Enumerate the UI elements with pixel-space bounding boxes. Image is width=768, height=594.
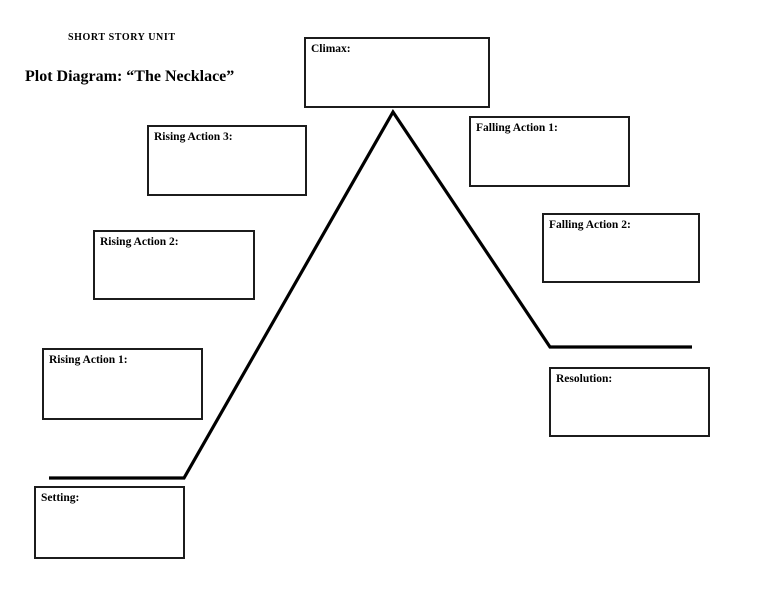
resolution-box[interactable]: Resolution: (549, 367, 710, 437)
falling-action-2-label: Falling Action 2: (549, 219, 631, 231)
climax-box[interactable]: Climax: (304, 37, 490, 108)
resolution-label: Resolution: (556, 373, 613, 385)
falling-action-2-box[interactable]: Falling Action 2: (542, 213, 700, 283)
rising-action-3-box[interactable]: Rising Action 3: (147, 125, 307, 196)
page-title: Plot Diagram: “The Necklace” (25, 68, 235, 85)
resolution-input-area[interactable] (556, 385, 703, 395)
rising-action-1-input-area[interactable] (49, 366, 196, 376)
falling-action-1-input-area[interactable] (476, 134, 623, 144)
rising-action-2-box[interactable]: Rising Action 2: (93, 230, 255, 300)
rising-action-1-label: Rising Action 1: (49, 354, 128, 366)
setting-label: Setting: (41, 492, 80, 504)
rising-action-2-input-area[interactable] (100, 248, 248, 258)
rising-action-3-input-area[interactable] (154, 143, 300, 153)
rising-action-1-box[interactable]: Rising Action 1: (42, 348, 203, 420)
unit-header: SHORT STORY UNIT (68, 32, 176, 43)
setting-input-area[interactable] (41, 504, 178, 514)
falling-action-1-label: Falling Action 1: (476, 122, 558, 134)
climax-input-area[interactable] (311, 55, 483, 65)
rising-action-2-label: Rising Action 2: (100, 236, 179, 248)
climax-label: Climax: (311, 43, 351, 55)
falling-action-2-input-area[interactable] (549, 231, 693, 241)
setting-box[interactable]: Setting: (34, 486, 185, 559)
falling-action-1-box[interactable]: Falling Action 1: (469, 116, 630, 187)
rising-action-3-label: Rising Action 3: (154, 131, 233, 143)
